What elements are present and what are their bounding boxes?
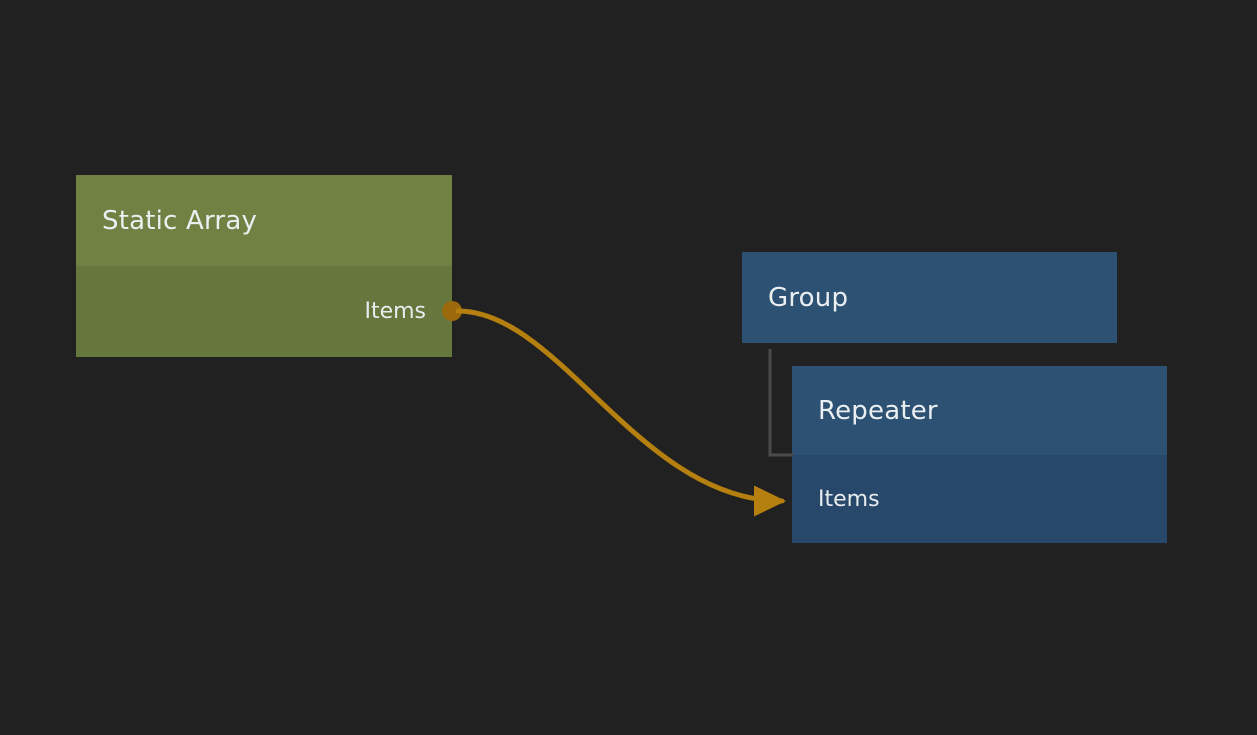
node-group[interactable]: Group <box>742 252 1117 343</box>
port-label-items-in: Items <box>818 486 880 512</box>
node-group-header[interactable]: Group <box>742 252 1117 343</box>
node-static-array-header[interactable]: Static Array <box>76 175 452 266</box>
node-repeater-input-row[interactable]: Items <box>792 455 1167 543</box>
node-static-array[interactable]: Static Array Items <box>76 175 452 357</box>
port-label-items-out: Items <box>364 299 426 324</box>
node-group-title: Group <box>768 282 849 313</box>
output-port-dot-items[interactable] <box>442 301 462 321</box>
connection-static-array-items-to-repeater-items[interactable] <box>455 308 786 517</box>
node-repeater-header[interactable]: Repeater <box>792 366 1167 455</box>
node-repeater-title: Repeater <box>818 395 938 426</box>
node-static-array-output-row[interactable]: Items <box>76 266 452 357</box>
node-repeater[interactable]: Repeater Items <box>792 366 1167 543</box>
node-static-array-title: Static Array <box>102 205 258 236</box>
group-to-repeater-bracket <box>768 349 793 457</box>
